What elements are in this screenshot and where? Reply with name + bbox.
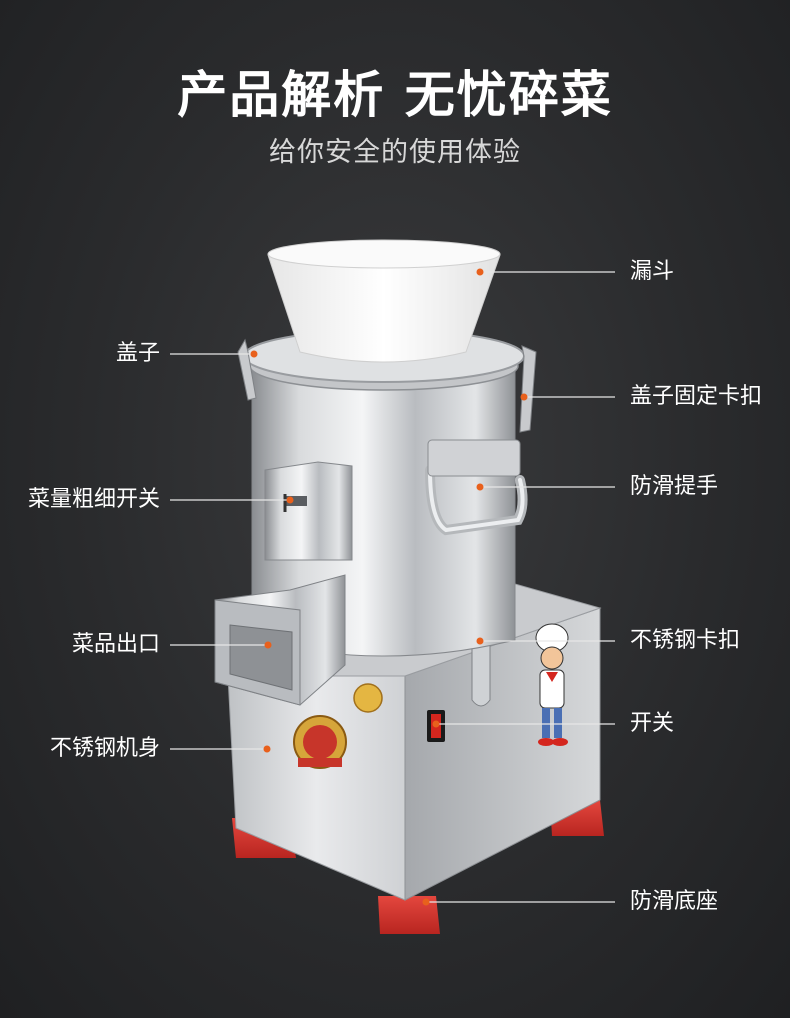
coarseness-housing	[264, 461, 353, 561]
lid-clips	[237, 338, 537, 433]
quality-badge	[293, 683, 383, 769]
side-handle	[425, 439, 528, 536]
callout-dots	[250, 268, 528, 906]
label-steel-body: 不锈钢机身	[49, 736, 160, 761]
label-lid: 盖子	[115, 341, 160, 366]
chef-sticker	[535, 623, 569, 746]
label-steel-clip: 不锈钢卡扣	[630, 628, 741, 653]
vegetable-outlet	[214, 574, 346, 706]
page-subtitle: 给你安全的使用体验	[269, 137, 521, 168]
label-feet: 防滑底座	[630, 889, 719, 914]
funnel	[267, 239, 501, 363]
label-outlet: 菜品出口	[71, 632, 160, 657]
label-power-switch: 开关	[630, 711, 675, 736]
label-handle: 防滑提手	[630, 474, 719, 499]
label-funnel: 漏斗	[630, 259, 675, 284]
label-coarseness-switch: 菜量粗细开关	[27, 487, 160, 512]
page-title: 产品解析 无忧碎菜	[177, 66, 613, 124]
label-lid-clip: 盖子固定卡扣	[630, 384, 763, 409]
leader-lines	[170, 271, 615, 903]
